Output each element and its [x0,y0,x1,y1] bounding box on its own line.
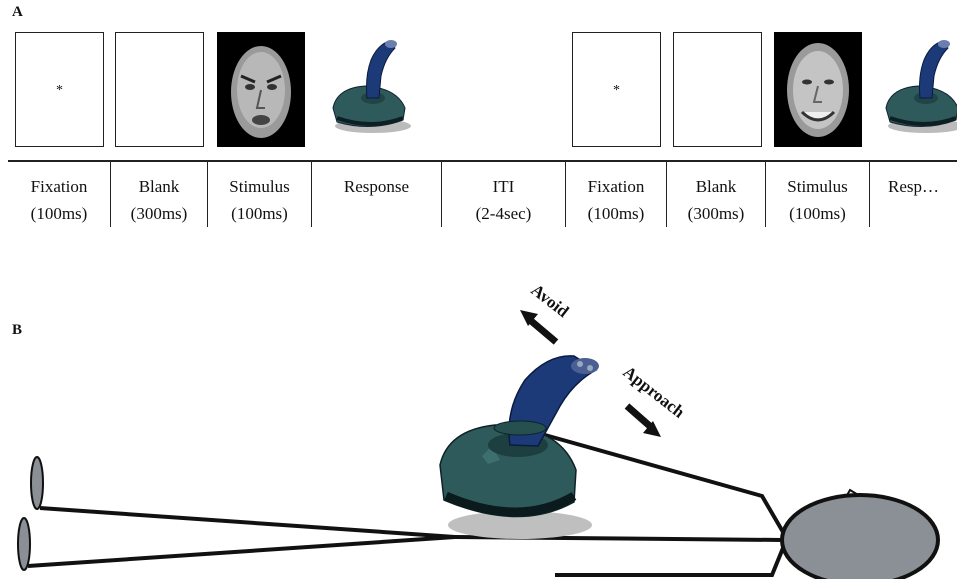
step-duration: (100ms) [231,204,288,223]
step-name: Response [343,177,410,196]
timeline-step-fixation-2: Fixation (100ms) [565,161,666,227]
fixation-screen-2: * [572,32,661,147]
step-name: Blank [695,177,737,196]
joystick-large-icon [439,355,599,539]
panel-b-label: B [12,322,23,338]
timeline-step-blank: Blank (300ms) [110,161,207,227]
approach-arrow [624,403,655,431]
step-duration: (100ms) [789,204,846,223]
avoid-arrow [527,317,559,345]
timeline-step-response: Response [311,161,441,227]
angry-face-image [217,32,305,147]
foot-lower [17,517,31,571]
timeline-step-stimulus-2: Stimulus (100ms) [765,161,869,227]
timeline-step-fixation: Fixation (100ms) [8,161,110,227]
step-duration: (100ms) [30,204,88,223]
step-duration: (300ms) [687,204,745,223]
fixation-cross: * [56,82,63,98]
approach-avoid-illustration: Avoid Approach [17,280,940,579]
timeline-step-stimulus: Stimulus (100ms) [207,161,311,227]
step-name: Fixation [587,177,645,196]
timeline-step-iti: ITI (2-4sec) [441,161,565,227]
step-name: ITI [492,177,515,196]
fixation-screen-1: * [15,32,104,147]
foot-upper [30,456,44,510]
step-name: Blank [138,177,180,196]
head [780,493,940,579]
step-name: Stimulus [229,177,290,196]
panel-a-label: A [12,4,23,20]
timeline-step-response-2: Resp… [869,161,957,227]
step-duration: (100ms) [587,204,645,223]
joystick-icon-2 [885,40,957,133]
step-name: Stimulus [787,177,848,196]
step-name: Fixation [30,177,88,196]
happy-face-image [774,32,862,147]
timeline-step-blank-2: Blank (300ms) [666,161,765,227]
blank-screen-1 [115,32,204,147]
step-name: Resp… [888,177,939,196]
step-duration: (2-4sec) [475,204,532,223]
joystick-icon-1 [332,40,411,133]
blank-screen-2 [673,32,762,147]
timeline-axis [8,160,957,162]
step-duration: (300ms) [130,204,188,223]
fixation-cross: * [613,82,620,98]
